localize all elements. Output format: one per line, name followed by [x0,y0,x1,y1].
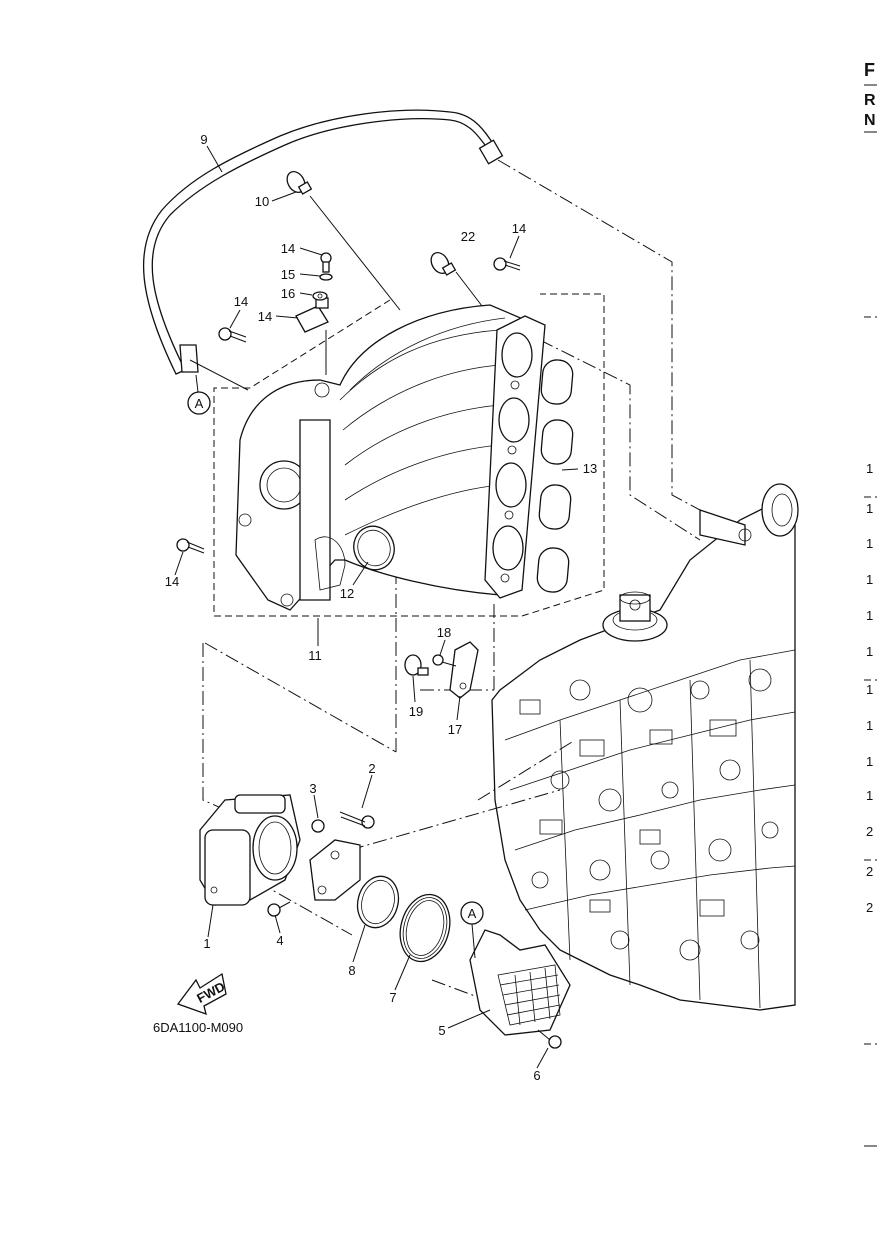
callout-21: 19 [409,704,423,719]
ref-marker-upper: A [187,374,211,415]
throttle-body [199,794,301,906]
leader-lines [174,145,579,1069]
manifold-group-outline [213,293,605,617]
sensor-assembly [295,252,333,333]
hose-clamp-22 [430,252,457,276]
callout-4: 4 [276,933,283,948]
intake-hose [399,893,451,963]
callout-14-upper: 14 [234,294,248,309]
manifold-gaskets [536,359,574,593]
fwd-arrow: FWD [176,972,227,1016]
throttle-bracket [267,811,375,917]
callout-1: 1 [203,936,210,951]
callout-10: 10 [255,194,269,209]
callout-20: 18 [437,625,451,640]
svg-text:A: A [195,396,204,411]
svg-text:2: 2 [866,900,873,915]
intake-manifold [235,304,531,611]
svg-text:1: 1 [866,608,873,623]
callout-3: 3 [309,781,316,796]
callout-12: 12 [340,586,354,601]
svg-text:1: 1 [866,788,873,803]
svg-text:1: 1 [866,501,873,516]
callout-17: 15 [281,267,295,282]
callout-18: 16 [281,286,295,301]
svg-text:2: 2 [866,864,873,879]
svg-text:1: 1 [866,536,873,551]
joint-gasket [356,875,400,929]
svg-text:1: 1 [866,461,873,476]
callout-14-right: 14 [512,221,526,236]
breather-hose [142,109,504,375]
callout-7: 7 [389,990,396,1005]
intake-silencer [469,929,571,1049]
svg-text:1: 1 [866,754,873,769]
svg-text:1: 1 [866,682,873,697]
svg-text:A: A [468,906,477,921]
callout-9: 9 [200,132,207,147]
callout-19: 17 [448,722,462,737]
callout-22: 22 [461,229,475,244]
ref-marker-lower: A [460,901,484,959]
svg-text:1: 1 [866,572,873,587]
edge-header-2: R [864,92,876,109]
callout-13: 13 [583,461,597,476]
callout-16: 14 [281,241,295,256]
callout-6: 6 [533,1068,540,1083]
callout-15: 14 [258,309,272,324]
callout-14-lower: 14 [165,574,179,589]
callout-5: 5 [438,1023,445,1038]
edge-header-3: N [864,112,876,129]
svg-text:2: 2 [866,824,873,839]
svg-text:1: 1 [866,718,873,733]
engine-block [491,483,799,1011]
svg-text:1: 1 [866,644,873,659]
hose-clamp-10 [286,171,313,195]
edge-header-1: F [864,60,875,80]
bolt-14-lower [176,538,205,554]
drawing-code: 6DA1100-M090 [153,1020,243,1035]
callout-8: 8 [348,963,355,978]
bolt-14-upper [218,327,247,343]
manifold-flange [484,315,546,599]
bracket-assembly [404,641,479,699]
callout-2: 2 [368,761,375,776]
right-edge-table: F R N 1 1 1 1 1 1 1 1 1 1 2 2 2 [864,60,877,1147]
callout-11: 11 [308,648,322,663]
bolt-14-right [493,257,521,271]
clip-ring [353,525,395,571]
